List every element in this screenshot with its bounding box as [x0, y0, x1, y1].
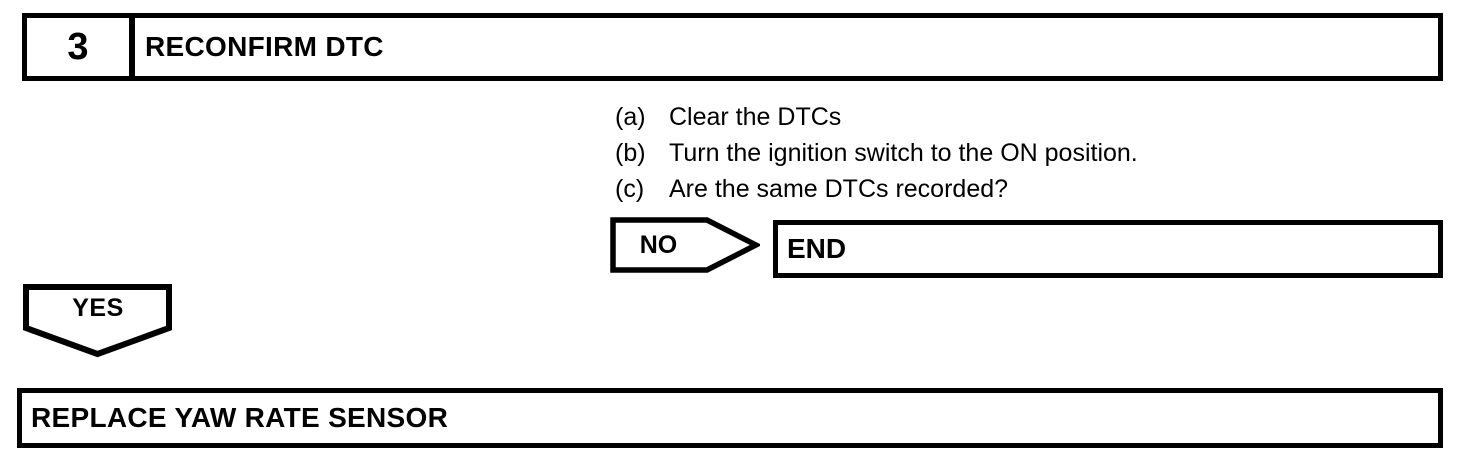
step-header-box: 3 RECONFIRM DTC — [22, 13, 1443, 81]
step-number: 3 — [27, 18, 135, 76]
no-branch-label: NO — [639, 230, 678, 259]
no-branch-connector: NO — [610, 217, 760, 273]
action-box: REPLACE YAW RATE SENSOR — [17, 388, 1443, 448]
end-result-box: END — [773, 220, 1443, 278]
instruction-text: Are the same DTCs recorded? — [669, 175, 1009, 203]
yes-pointer-shape — [23, 284, 172, 358]
instruction-item: (a) Clear the DTCs — [615, 99, 1138, 135]
instruction-marker: (c) — [615, 175, 645, 203]
yes-branch-pointer: YES — [23, 284, 173, 358]
instruction-list: (a) Clear the DTCs (b) Turn the ignition… — [615, 99, 1138, 207]
no-arrow-shape — [610, 217, 760, 273]
yes-branch-label: YES — [72, 293, 124, 322]
instruction-item: (b) Turn the ignition switch to the ON p… — [615, 135, 1138, 171]
instruction-text: Turn the ignition switch to the ON posit… — [669, 139, 1138, 167]
instruction-marker: (a) — [615, 103, 646, 131]
no-arrow-icon — [610, 217, 760, 273]
step-title: RECONFIRM DTC — [145, 31, 384, 62]
instruction-item: (c) Are the same DTCs recorded? — [615, 171, 1138, 207]
instruction-text: Clear the DTCs — [669, 103, 842, 131]
yes-pointer-icon — [23, 284, 172, 358]
instruction-marker: (b) — [615, 139, 646, 167]
